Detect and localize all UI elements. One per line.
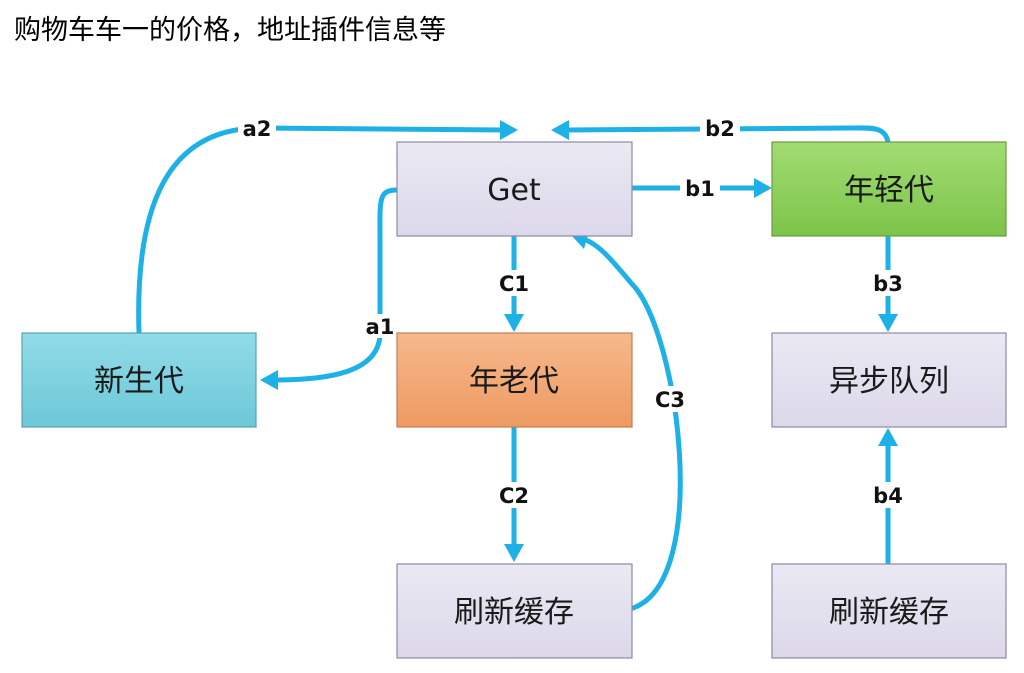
arrowhead-a1: [260, 370, 278, 390]
edge-label-b1: b1: [685, 177, 715, 201]
arrowhead-b2: [551, 120, 569, 140]
edge-label-c2: C2: [499, 484, 529, 508]
node-refresh-cache-right: 刷新缓存: [771, 563, 1007, 659]
node-async-queue: 异步队列: [771, 332, 1007, 428]
edge-label-a2: a2: [243, 117, 272, 141]
edge-a1: [271, 187, 400, 383]
edge-label-b4: b4: [873, 484, 903, 508]
edge-label-b2: b2: [705, 117, 735, 141]
node-young-gen: 年轻代: [771, 141, 1007, 237]
arrowhead-b1: [754, 178, 772, 198]
node-old-gen-label: 年老代: [469, 364, 559, 399]
arrowhead-a2: [500, 120, 518, 140]
arrowhead-b4: [878, 428, 898, 446]
node-new-gen-label: 新生代: [94, 364, 184, 399]
arrowhead-c1: [504, 314, 524, 332]
edge-label-a1: a1: [366, 315, 395, 339]
edge-a2: [136, 125, 508, 336]
arrowhead-c2: [504, 544, 524, 562]
node-refresh-cache-left: 刷新缓存: [396, 563, 633, 659]
node-old-gen: 年老代: [396, 332, 633, 428]
page-title: 购物车车一的价格，地址插件信息等: [14, 15, 446, 46]
node-refresh-cache-right-label: 刷新缓存: [829, 595, 949, 630]
node-refresh-cache-left-label: 刷新缓存: [454, 595, 574, 630]
edge-c3: [583, 237, 683, 611]
edge-label-b3: b3: [873, 272, 903, 296]
node-new-gen: 新生代: [21, 332, 257, 428]
edge-b2: [563, 125, 891, 145]
arrowhead-b3: [878, 314, 898, 332]
edge-label-c1: C1: [499, 272, 529, 296]
edge-label-c3: C3: [655, 388, 685, 412]
node-get: Get: [396, 141, 633, 237]
node-young-gen-label: 年轻代: [844, 173, 934, 208]
node-get-label: Get: [487, 173, 541, 208]
node-async-queue-label: 异步队列: [829, 364, 949, 399]
